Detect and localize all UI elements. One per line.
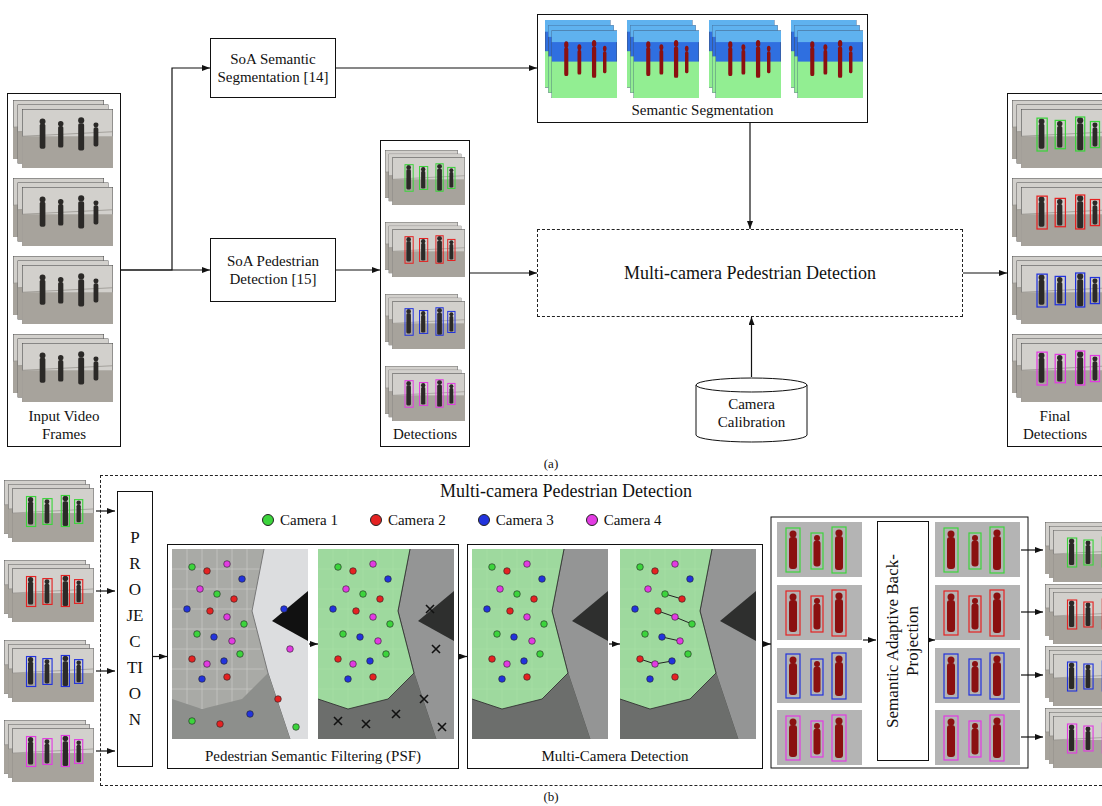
flow-arrow	[336, 269, 380, 270]
node-label: Detections	[384, 425, 466, 443]
node-label: Camera Calibration	[697, 395, 806, 431]
top-view-filtered	[318, 549, 454, 739]
legend-label: Camera 2	[388, 511, 446, 529]
text-block: Multi-camera Pedestrian Detection	[101, 480, 1031, 502]
flow-arrow	[963, 272, 1007, 273]
text-block: Multi-camera Pedestrian Detection	[624, 262, 876, 284]
inner-arrow	[928, 639, 935, 640]
panel-arrow	[762, 643, 771, 644]
text-block: SoA Semantic Segmentation [14]	[215, 50, 331, 86]
node-label: PROJECTION	[127, 525, 144, 733]
legend-swatch	[478, 514, 490, 526]
text-block: Final Detections	[1011, 407, 1099, 443]
back-projection-input	[777, 522, 862, 765]
text-block: Pedestrian Semantic Filtering (PSF)	[171, 747, 455, 765]
back-projection-box: Semantic Adaptive Back-Projection	[877, 521, 929, 761]
node-label: Semantic Adaptive Back-Projection	[883, 530, 923, 752]
text-block: Detections	[384, 425, 466, 443]
filtering-panel: Pedestrian Semantic Filtering (PSF)	[167, 544, 459, 769]
flow-arrow	[751, 317, 752, 377]
input-frames	[13, 100, 113, 402]
figure-part-label: (b)	[521, 789, 581, 804]
node-label: Semantic Segmentation	[541, 101, 864, 119]
detector-box: SoA Pedestrian Detection [15]	[210, 238, 336, 302]
text-block: Multi-Camera Detection	[471, 747, 759, 765]
top-view-fused	[620, 549, 756, 739]
final-detections-panel: Final Detections	[1007, 93, 1102, 447]
inner-arrow	[309, 643, 318, 644]
legend-item: Camera 1	[262, 511, 338, 529]
final-frames	[1012, 100, 1102, 402]
fusion-box: Multi-camera Pedestrian Detection	[537, 229, 963, 317]
flow-arrow	[121, 269, 210, 270]
projection-box: PROJECTION	[117, 491, 153, 767]
flow-arrow	[459, 656, 467, 657]
node-label: SoA Pedestrian Detection [15]	[215, 252, 331, 288]
text-block: Input Video Frames	[11, 407, 117, 443]
node-label: Multi-Camera Detection	[471, 747, 759, 765]
legend-item: Camera 3	[478, 511, 554, 529]
legend-swatch	[262, 514, 274, 526]
legend-item: Camera 4	[586, 511, 662, 529]
input-frames-panel: Input Video Frames	[7, 93, 121, 447]
flow-arrow	[121, 68, 210, 270]
segmentation-panel: Semantic Segmentation	[537, 14, 868, 123]
fusion-stage-frame: Multi-camera Pedestrian DetectionPROJECT…	[100, 475, 1102, 786]
back-projection-output	[935, 522, 1020, 765]
node-label: Multi-camera Pedestrian Detection	[624, 262, 876, 284]
node-label: Pedestrian Semantic Filtering (PSF)	[171, 747, 455, 765]
legend-label: Camera 4	[604, 511, 662, 529]
node-label: SoA Semantic Segmentation [14]	[215, 50, 331, 86]
legend-label: Camera 1	[280, 511, 338, 529]
multicamera-panel: Multi-Camera Detection	[467, 544, 763, 769]
detections-panel: Detections	[380, 140, 470, 447]
legend-swatch	[586, 514, 598, 526]
text-block: PROJECTION	[127, 525, 144, 733]
legend-item: Camera 2	[370, 511, 446, 529]
inner-arrow	[863, 639, 876, 640]
node-label: Input Video Frames	[11, 407, 117, 443]
detection-frames	[385, 150, 465, 421]
text-block: Camera Calibration	[697, 395, 806, 431]
text-block: Semantic Segmentation	[541, 101, 864, 119]
legend-label: Camera 3	[496, 511, 554, 529]
node-label: Final Detections	[1011, 407, 1099, 443]
output-arrows	[1021, 550, 1043, 737]
legend-swatch	[370, 514, 382, 526]
flow-arrow	[749, 123, 750, 229]
back-projection-panel	[771, 517, 1028, 768]
inner-arrow	[609, 643, 620, 644]
stage-output-frames	[1045, 522, 1102, 768]
top-view-unfiltered	[172, 549, 308, 739]
text-block: SoA Pedestrian Detection [15]	[215, 252, 331, 288]
figure-part-label: (a)	[521, 456, 581, 471]
segmentation-box: SoA Semantic Segmentation [14]	[210, 38, 336, 98]
input-arrows	[96, 511, 115, 751]
flow-arrow	[470, 272, 537, 273]
text-block: Semantic Adaptive Back-Projection	[883, 530, 923, 752]
segmentation-frames	[545, 20, 863, 98]
node-label: Multi-camera Pedestrian Detection	[101, 480, 1031, 502]
calibration-cylinder: Camera Calibration	[695, 377, 808, 443]
flow-arrow	[153, 656, 167, 657]
legend: Camera 1 Camera 2 Camera 3 Camera 4	[262, 511, 694, 529]
top-view-detections	[472, 549, 608, 739]
stage-input-frames	[4, 480, 94, 782]
flow-arrow	[336, 67, 537, 68]
